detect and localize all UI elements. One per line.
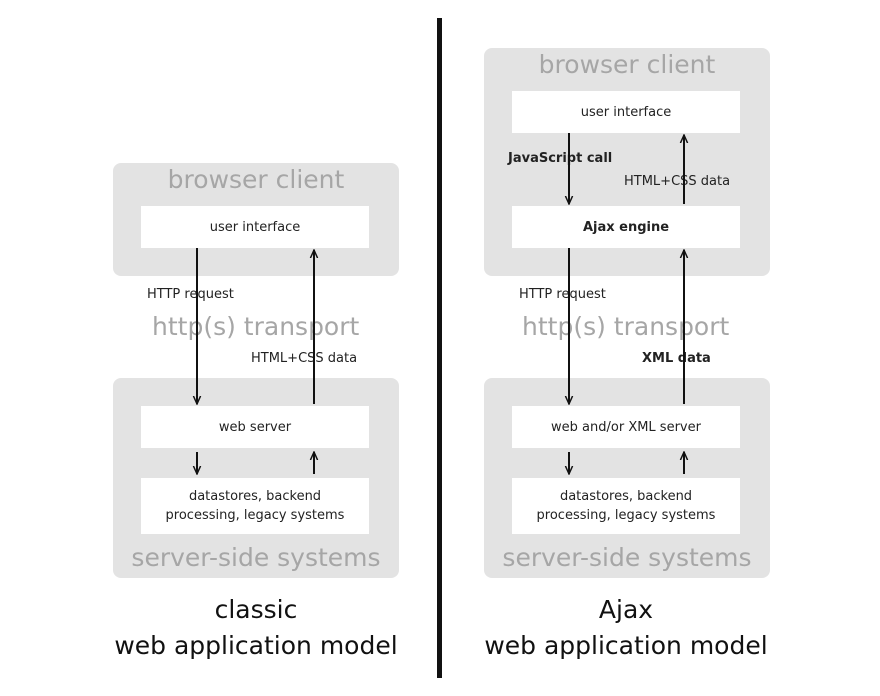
classic-browser-client-title: browser client [167,165,345,194]
ajax-user-interface-box: user interface [512,91,740,133]
classic-datastores-line2: processing, legacy systems [165,508,345,523]
ajax-caption-line1: Ajax [598,595,654,624]
ajax-datastores-line2: processing, legacy systems [536,508,716,523]
classic-web-server-box: web server [141,406,369,448]
ajax-server-side-title: server-side systems [502,543,752,572]
ajax-javascript-call-label: JavaScript call [508,151,613,166]
ajax-xml-data-label: XML data [642,351,711,366]
classic-datastores-line1: datastores, backend [188,489,322,504]
ajax-caption: Ajax web application model [470,592,782,664]
ajax-engine-box: Ajax engine [512,206,740,248]
classic-datastores-box: datastores, backend processing, legacy s… [141,478,369,534]
ajax-transport-title: http(s) transport [522,312,730,341]
classic-user-interface-box: user interface [141,206,369,248]
ajax-web-server-box: web and/or XML server [512,406,740,448]
classic-http-request-label: HTTP request [147,287,234,302]
center-divider [437,18,442,678]
classic-caption-line1: classic [214,595,298,624]
ajax-datastores-line1: datastores, backend [559,489,693,504]
classic-html-css-label: HTML+CSS data [251,351,358,366]
ajax-caption-line2: web application model [484,631,768,660]
classic-server-side-title: server-side systems [131,543,381,572]
classic-transport-title: http(s) transport [152,312,360,341]
ajax-browser-client-title: browser client [538,50,716,79]
classic-caption-line2: web application model [114,631,398,660]
ajax-html-css-label: HTML+CSS data [624,174,731,189]
ajax-datastores-box: datastores, backend processing, legacy s… [512,478,740,534]
ajax-http-request-label: HTTP request [519,287,606,302]
classic-caption: classic web application model [100,592,412,664]
